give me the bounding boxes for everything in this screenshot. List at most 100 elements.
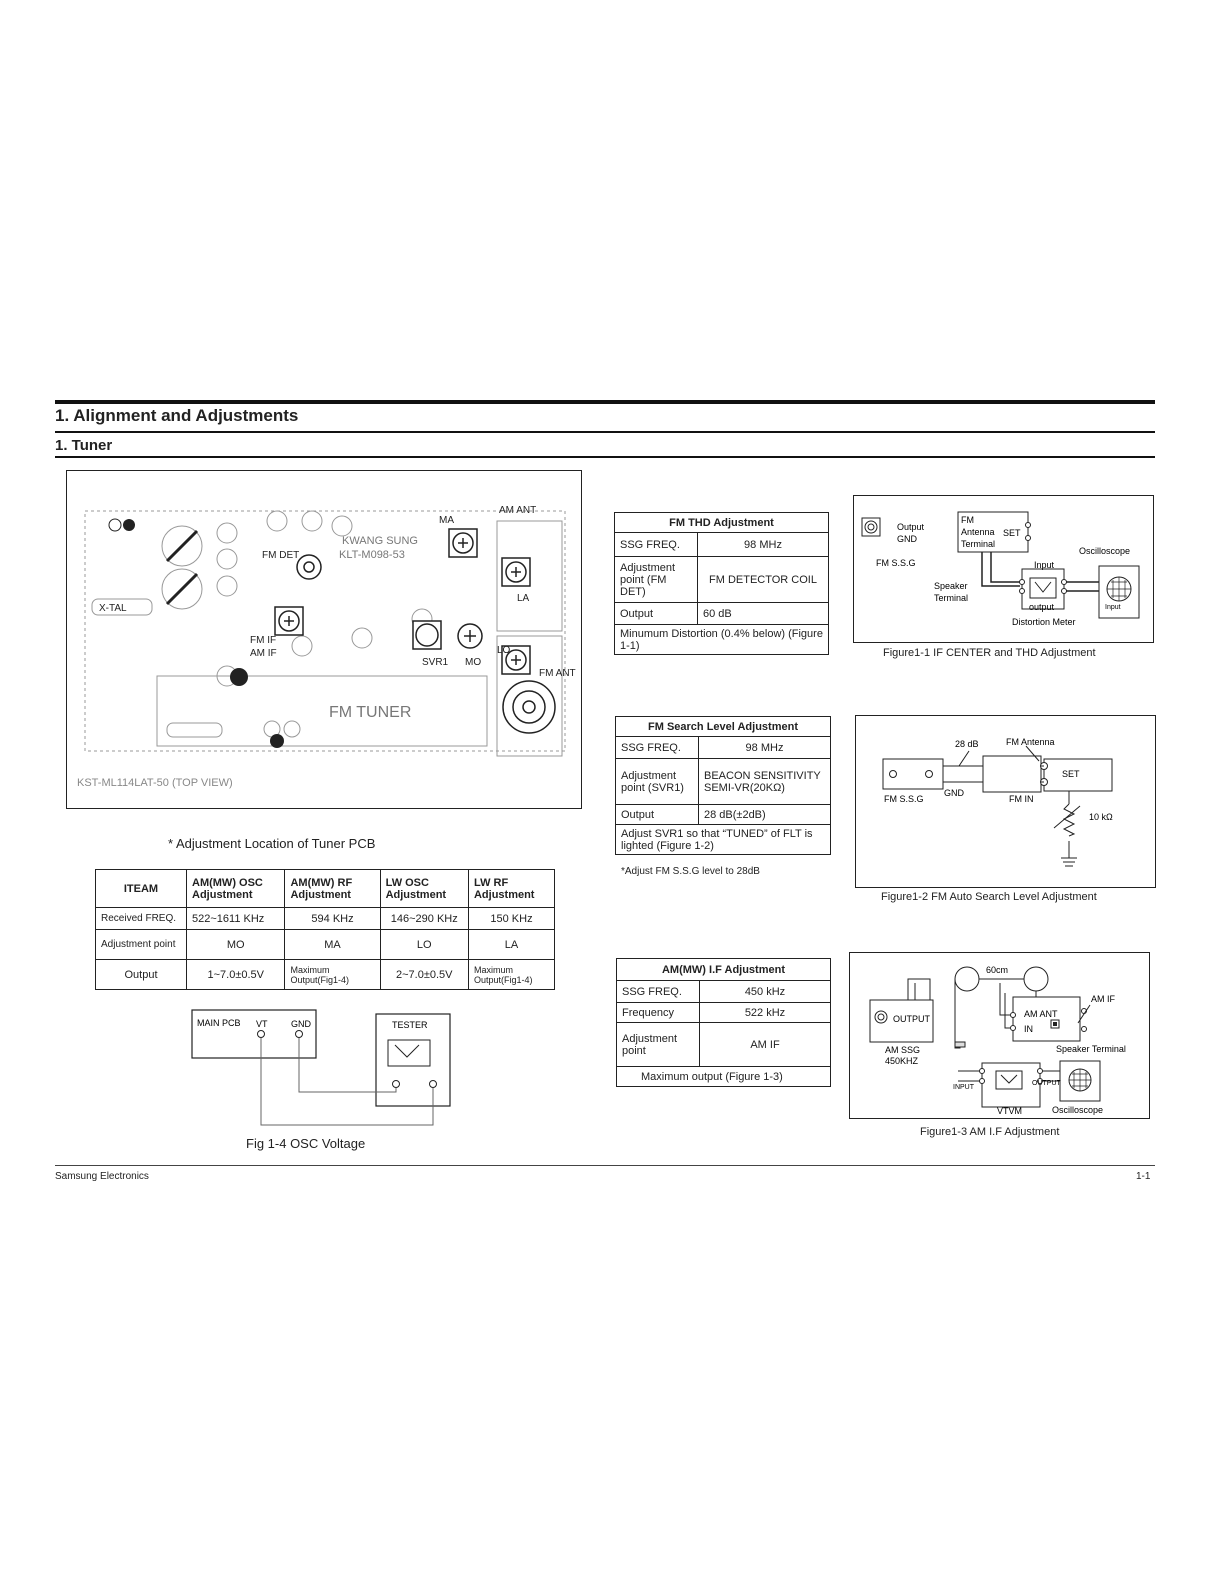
table-cell: Adjustment point [616,1022,700,1067]
fm-thd-title: FM THD Adjustment [614,512,829,533]
table-cell: AM IF [699,1022,831,1067]
table-cell: 522~1611 KHz [185,907,286,930]
pcb-label-mo: MO [465,657,481,668]
footer-left: Samsung Electronics [55,1171,149,1182]
fig11-gnd: GND [897,534,918,544]
table-cell: Maximum Output(Fig1-4) [467,959,556,990]
col-header-am-rf: AM(MW) RF Adjustment [284,869,381,908]
fig13-speaker-terminal: Speaker Terminal [1056,1044,1126,1054]
fig12-caption: Figure1-2 FM Auto Search Level Adjustmen… [881,891,1097,903]
fig11-output: Output [897,522,925,532]
am-if-title: AM(MW) I.F Adjustment [616,958,831,981]
fig11-output-port: output [1029,602,1055,612]
fig14-main-pcb: MAIN PCB [197,1018,241,1028]
fig12-fm-antenna: FM Antenna [1006,737,1055,747]
fig14-diagram: MAIN PCB VT GND TESTER [185,1005,465,1130]
fig11-terminal: Terminal [961,539,995,549]
table-cell: SSG FREQ. [616,980,700,1003]
fig13-am-ssg: AM SSG [885,1045,920,1055]
table-cell: FM DETECTOR COIL [697,556,829,603]
table-cell: Received FREQ. [95,907,187,930]
fm-thd-table: FM THD Adjustment SSG FREQ. 98 MHz Adjus… [614,512,829,655]
table-cell: Maximum Output(Fig1-4) [284,959,381,990]
pcb-label-xtal: X-TAL [99,603,127,614]
fig12-set: SET [1062,769,1080,779]
fig11-input: Input [1034,560,1055,570]
fig12-28db: 28 dB [955,739,979,749]
table-cell: Adjustment point [95,929,187,960]
fig11-fm-ssg: FM S.S.G [876,558,916,568]
fig12-resistor: 10 kΩ [1089,812,1113,822]
table-cell: 98 MHz [697,532,829,557]
pcb-label-amant: AM ANT [499,505,536,516]
fig12-diagram: 28 dB FM Antenna SET FM S.S.G GND FM IN … [855,715,1156,888]
table-cell: SSG FREQ. [614,532,698,557]
table-cell: 1~7.0±0.5V [185,959,286,990]
fig11-distortion-meter: Distortion Meter [1012,617,1076,627]
table-cell: Adjustment point (SVR1) [615,758,699,805]
table-cell: LA [467,929,556,960]
col-header-lw-rf: LW RF Adjustment [467,869,556,908]
fig13-output: OUTPUT [893,1014,931,1024]
section-rule [55,456,1155,458]
fm-search-title: FM Search Level Adjustment [615,716,831,737]
pcb-label-ma: MA [439,515,454,526]
table-cell: 28 dB(±2dB) [698,804,831,825]
pcb-svg: FM DET MA AM ANT LA LO MO SVR1 X-TAL FM … [77,505,576,789]
pcb-label-lo: LO [497,645,511,656]
fig13-output2: OUTPUT [1032,1080,1062,1087]
pcb-view-label: KST-ML114LAT-50 (TOP VIEW) [77,777,233,789]
pcb-label-la: LA [517,593,530,604]
fig12-gnd: GND [944,788,965,798]
col-header-am-osc: AM(MW) OSC Adjustment [185,869,286,908]
table-cell: 150 KHz [467,907,556,930]
fig13-vtvm: VTVM [997,1106,1022,1116]
table-cell: 60 dB [697,602,829,625]
pcb-label-fmant: FM ANT [539,668,576,679]
table-cell: 450 kHz [699,980,831,1003]
fig13-diagram: 60cm AM IF OUTPUT AM ANT IN AM SSG 450KH… [849,952,1150,1119]
pcb-label-svr1: SVR1 [422,657,449,668]
fig11-input2: Input [1105,604,1121,611]
table-cell: SSG FREQ. [615,736,699,759]
fig13-input: INPUT [953,1084,975,1091]
fig11-terminal2: Terminal [934,593,968,603]
table-cell: Output [95,959,187,990]
fig11-caption: Figure1-1 IF CENTER and THD Adjustment [883,647,1096,659]
col-header-item: ITEAM [95,869,187,908]
fig14-caption: Fig 1-4 OSC Voltage [246,1136,366,1151]
table-cell: MO [185,929,286,960]
fig14-vt: VT [256,1019,268,1029]
fig11-fm: FM [961,515,974,525]
fig13-450khz: 450KHZ [885,1056,919,1066]
pcb-label-fmif: FM IF [250,635,276,646]
table-cell: 98 MHz [698,736,831,759]
tuner-adjustment-table: ITEAM AM(MW) OSC Adjustment AM(MW) RF Ad… [95,869,556,990]
fig12-fm-ssg: FM S.S.G [884,794,924,804]
table-cell: 146~290 KHz [379,907,469,930]
top-rule [55,400,1155,404]
am-if-table: AM(MW) I.F Adjustment SSG FREQ. 450 kHz … [616,958,831,1087]
table-cell: Adjustment point (FM DET) [614,556,698,603]
fig11-set: SET [1003,528,1021,538]
fig13-am-if: AM IF [1091,994,1116,1004]
fig12-fm-in: FM IN [1009,794,1034,804]
table-cell: MA [284,929,381,960]
table-cell: 2~7.0±0.5V [379,959,469,990]
fig14-tester: TESTER [392,1020,428,1030]
page-title: 1. Alignment and Adjustments [55,406,299,425]
fig11-oscilloscope: Oscilloscope [1079,546,1130,556]
table-cell: 594 KHz [284,907,381,930]
table-cell: BEACON SENSITIVITY SEMI-VR(20KΩ) [698,758,831,805]
pcb-label-amif: AM IF [250,648,277,659]
table-cell: LO [379,929,469,960]
fm-search-note: Adjust SVR1 so that “TUNED” of FLT is li… [615,824,831,855]
footer-rule [55,1165,1155,1166]
fig13-60cm: 60cm [986,965,1008,975]
footer-right: 1-1 [1136,1171,1151,1182]
fm-search-table: FM Search Level Adjustment SSG FREQ. 98 … [615,716,831,855]
am-if-note: Maximum output (Figure 1-3) [616,1066,831,1087]
fm-search-footnote: *Adjust FM S.S.G level to 28dB [621,866,760,877]
fig13-caption: Figure1-3 AM I.F Adjustment [920,1126,1060,1138]
section-title: 1. Tuner [55,437,113,454]
